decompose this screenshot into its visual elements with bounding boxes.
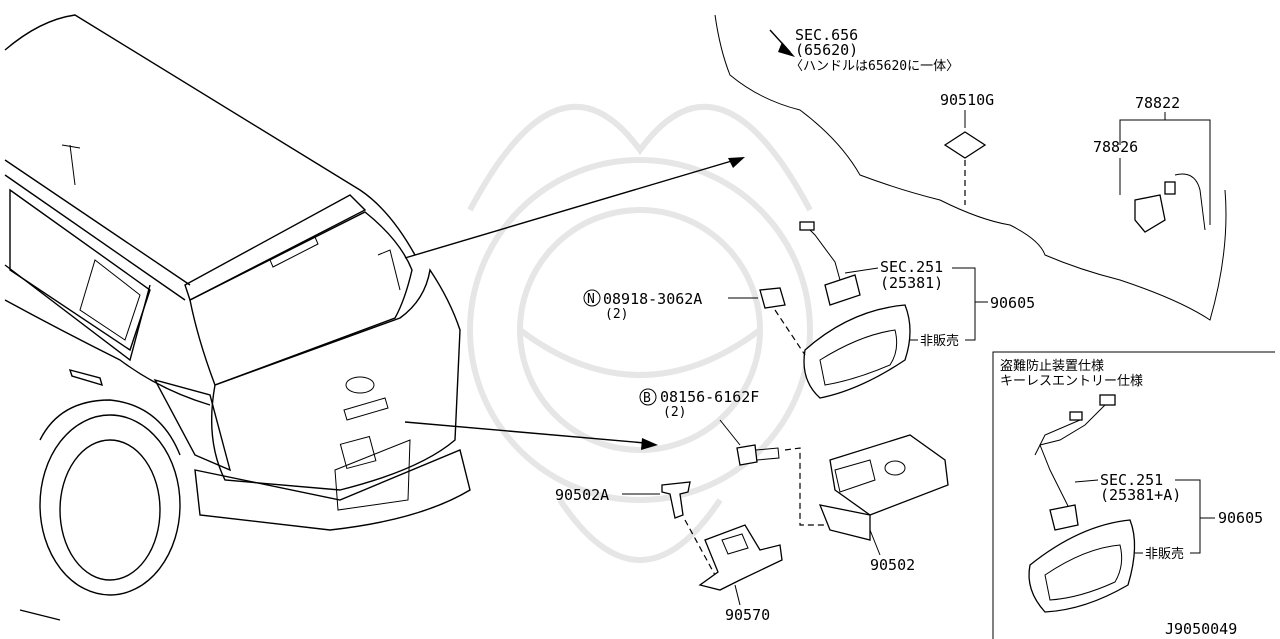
inset-keyless-spec: 盗難防止装置仕様 キーレスエントリー仕様 SEC.251 (25381+A) 9… [992,351,1275,639]
part-90605-label: 90605 [990,294,1035,312]
part-90502a: 90502A [555,481,716,576]
sec251-label: SEC.251 [880,258,943,276]
sec656-note-label: 〈ハンドルは65620に一体〉 [790,59,959,74]
nut-prefix-label: N [587,292,595,307]
harness-connector-icon [799,221,815,231]
part-90502a-label: 90502A [555,486,609,504]
bolt-qty-label: (2) [663,405,686,420]
arrow-head-upper [728,157,745,168]
part-90502-label: 90502 [870,556,915,574]
arrow-head-lower [641,438,658,450]
bolt-prefix-circle [639,388,657,406]
part-90510g-shape [943,131,987,159]
inset-connector-2 [1069,411,1083,421]
sec656-label: SEC.656 [795,26,858,44]
inset-title-line1: 盗難防止装置仕様 [1000,358,1104,374]
part-90510g-label: 90510G [940,91,994,109]
bolt-08156-6162f: B 08156-6162F (2) [639,388,830,526]
nut-shape [759,287,786,309]
callout-arrows [404,157,745,450]
sec251-sub-label: (25381) [880,274,943,292]
diagram-id-label: J9050049 [1165,620,1237,638]
sec656-sub-label: (65620) [795,41,858,59]
part-78822-label: 78822 [1135,94,1180,112]
inset-handle-shape [1028,519,1136,613]
part-78826-shape [1134,194,1166,233]
sec656-arrow-head [778,42,795,57]
bracket-90570-shape [698,524,783,591]
inset-title-line2: キーレスエントリー仕様 [1000,374,1143,389]
bolt-head-shape [736,444,758,466]
nut-code-label: 08918-3062A [603,290,702,308]
inset-sec251-sub-label: (25381+A) [1100,486,1181,504]
actuator-90502-body [829,434,949,516]
clip-90502a-shape [661,481,691,519]
sec251-switch-icon [824,274,861,306]
inset-hihanbai-label: 非販売 [1145,546,1184,562]
vehicle-outline [4,14,471,621]
sec656-callout: SEC.656 (65620) 〈ハンドルは65620に一体〉 [790,26,959,74]
part-78822-connector [1164,181,1176,195]
part-90570-label: 90570 [725,606,770,624]
part-90510g: 90510G [940,91,994,205]
bolt-code-label: 08156-6162F [660,388,759,406]
nut-prefix-circle [583,289,601,307]
inset-switch-icon [1049,504,1079,531]
inset-sec251-label: SEC.251 [1100,471,1163,489]
part-78822-group: 78822 78826 [1093,94,1211,233]
nut-08918-3062a: N 08918-3062A (2) [583,287,806,356]
nut-qty-label: (2) [605,307,628,322]
hihanbai-label: 非販売 [920,333,959,349]
handle-finisher-shape [803,304,911,399]
inset-connector-1 [1099,394,1116,406]
part-90502: 90502 [818,434,949,574]
part-90570: 90570 [698,524,783,624]
inset-90605-label: 90605 [1218,509,1263,527]
part-78826-label: 78826 [1093,138,1138,156]
watermark-emblem [467,103,813,563]
back-door-panel [714,14,1227,321]
bolt-prefix-label: B [643,391,651,406]
handle-assembly: SEC.251 (25381) 90605 非販売 [799,221,1035,399]
